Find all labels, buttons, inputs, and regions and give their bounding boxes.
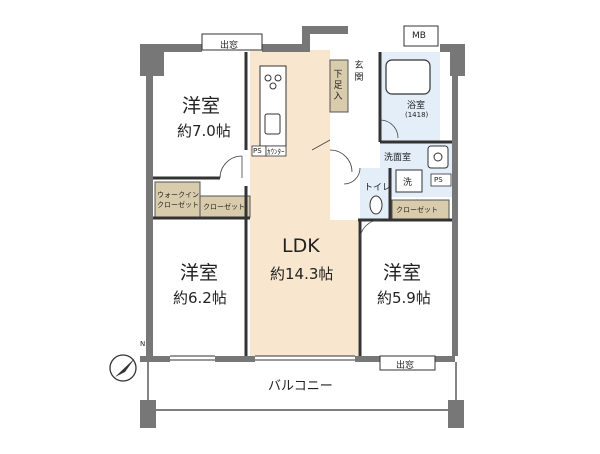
shoe-cabinet-label: 下足入: [333, 70, 343, 102]
ps-left-label: PS: [253, 147, 262, 155]
washer-icon: [395, 169, 423, 193]
walk-in-closet-label-1: ウォークイン: [157, 191, 199, 199]
pantry-label: ｶｳﾝﾀｰ: [267, 148, 285, 156]
entrance-label: 玄関: [354, 61, 364, 83]
toilet-icon: [369, 195, 383, 215]
bathtub-icon: [385, 59, 431, 95]
ps-right-label: PS: [434, 176, 443, 184]
windows: [170, 33, 436, 371]
ps-box-right: [430, 173, 452, 187]
bay-window-north-label: 出窓: [220, 41, 239, 51]
kitchen-sink-icon: [264, 113, 281, 135]
interior-walls: [153, 52, 452, 356]
toilet-label: トイレ: [364, 183, 392, 193]
ldk-name: LDK: [282, 235, 320, 257]
balcony-label: バルコニー: [268, 379, 333, 394]
pantry-box: [265, 145, 287, 157]
mb-box: [403, 25, 439, 47]
walk-in-closet-label-2: クローゼット: [157, 201, 199, 209]
southwest-room-area: 約6.2帖: [173, 289, 227, 307]
kitchen-stove-icon: [264, 74, 282, 90]
washer-label: 洗: [403, 178, 413, 188]
north-label: N: [140, 340, 146, 348]
balcony-outline: [147, 362, 457, 411]
closet-left-label: クローゼット: [203, 203, 245, 211]
bath-size-label: (1418): [405, 111, 429, 119]
ldk-area: 約14.3帖: [270, 265, 334, 283]
west-room-area: 約7.0帖: [177, 122, 231, 140]
closet-right-label: クローゼット: [396, 206, 438, 214]
west-room-name: 洋室: [182, 95, 221, 117]
door-swings: [219, 119, 399, 241]
bay-window-south-label: 出窓: [396, 361, 415, 371]
southwest-room-name: 洋室: [180, 262, 219, 284]
shoe-cabinet: [329, 59, 349, 113]
washroom-label: 洗面室: [384, 153, 412, 163]
bath-label: 浴室: [407, 101, 426, 111]
mb-label: MB: [412, 31, 426, 41]
washbasin-icon: [427, 145, 449, 169]
east-room-name: 洋室: [383, 262, 422, 284]
outer-walls: [140, 26, 465, 428]
east-room-area: 約5.9帖: [377, 289, 431, 307]
compass-icon: [109, 354, 137, 382]
